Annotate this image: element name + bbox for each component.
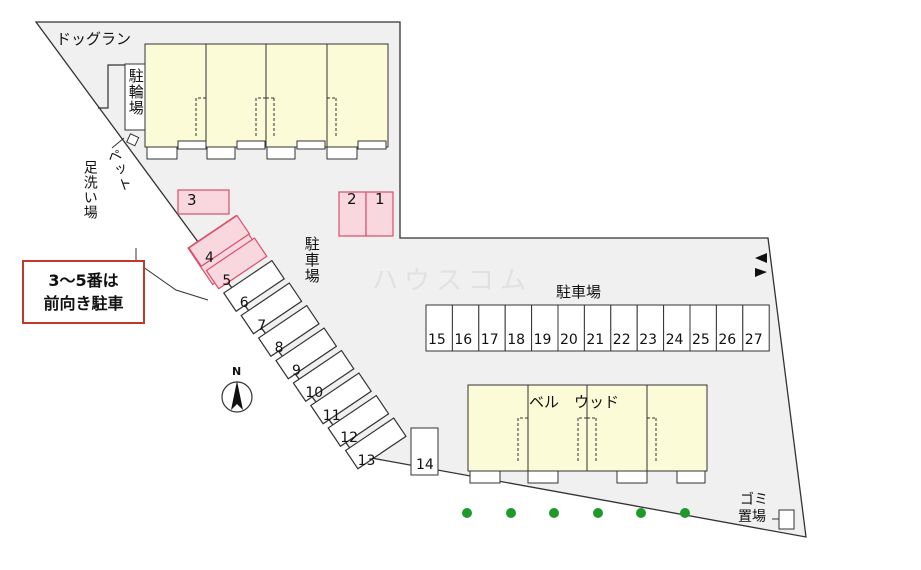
forward-parking-callout: 3～5番は 前向き駐車	[22, 260, 145, 324]
parking-space-label: 24	[665, 332, 684, 348]
trees	[462, 508, 690, 518]
north-label: N	[232, 365, 242, 378]
parking-left-label: 駐車場	[302, 236, 321, 284]
north-compass-icon	[221, 381, 253, 413]
parking-space-label: 4	[205, 250, 214, 266]
callout-line-1: 3～5番は	[48, 270, 119, 290]
parking-space-label: 9	[292, 362, 301, 379]
parking-space-label: 18	[507, 332, 526, 348]
parking-space-label: 23	[639, 332, 658, 348]
pet-label-2: 足洗い場	[81, 160, 98, 220]
space-14-label: 14	[416, 457, 434, 473]
parking-space-label: 15	[428, 332, 446, 348]
garbage-area	[778, 509, 795, 530]
parking-space-label: 13	[357, 452, 376, 469]
upper-building	[144, 43, 389, 160]
footwash-leader	[111, 137, 125, 149]
parking-14	[410, 427, 439, 476]
parking-space-label: 5	[222, 272, 232, 289]
parking-space-label: 26	[718, 332, 737, 348]
callout-line-2: 前向き駐車	[43, 294, 124, 313]
parking-space-label: 6	[239, 295, 249, 311]
parking-space-label: 19	[533, 332, 552, 348]
parking-space-label: 27	[744, 332, 763, 348]
building-name-label: ベル ウッド	[529, 393, 620, 411]
garbage-label-1: ゴミ	[740, 492, 768, 508]
bicycle-parking-label: 駐輪場	[126, 68, 145, 116]
parking-space-label: 12	[340, 430, 359, 446]
lower-building	[467, 384, 708, 484]
callout-leader	[135, 248, 209, 301]
garbage-label-2: 置場	[738, 509, 766, 525]
parking-space-label: 22	[612, 332, 631, 348]
entrance-arrow-top	[755, 253, 767, 263]
parking-space-label: 7	[257, 317, 267, 334]
parking-3	[177, 189, 230, 215]
space-1-label: 1	[375, 190, 385, 208]
parking-space-label: 17	[480, 332, 499, 348]
parking-space-label: 10	[305, 385, 324, 401]
dog-run-label: ドッグラン	[56, 30, 132, 48]
space-3-label: 3	[187, 191, 197, 209]
parking-space-label: 16	[454, 332, 473, 348]
space-2-label: 2	[347, 190, 357, 208]
parking-1-2	[338, 191, 394, 237]
entrance-arrow-bottom	[755, 268, 767, 277]
footwash-marker	[126, 133, 140, 147]
parking-space-label: 21	[586, 332, 605, 348]
parking-space-label: 11	[322, 407, 341, 424]
parking-space-label: 20	[560, 332, 578, 348]
watermark: ハウスコム	[372, 266, 533, 296]
parking-space-label: 8	[274, 340, 284, 356]
parking-space-label: 25	[692, 332, 710, 348]
parking-right-label: 駐車場	[556, 283, 602, 301]
